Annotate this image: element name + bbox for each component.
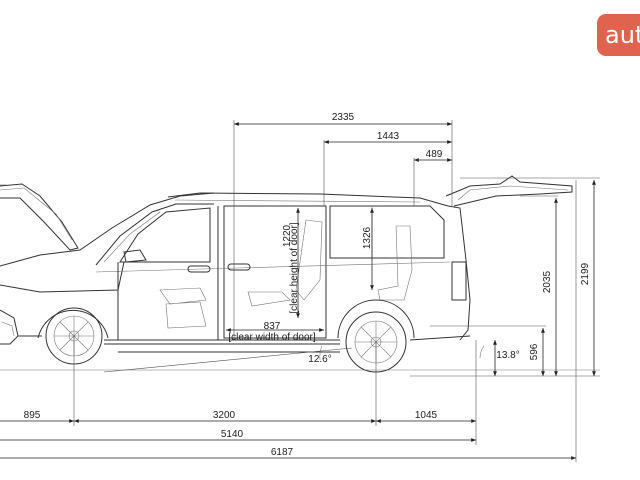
dim-door-height: 1220 — [282, 224, 293, 247]
roof — [167, 192, 449, 207]
side-sill — [104, 343, 340, 353]
dim-2335: 2335 — [332, 112, 355, 123]
dim-door-height-label: [clear height of door] — [289, 222, 300, 313]
open-tailgate — [445, 175, 573, 207]
dim-interior-height: 1326 — [362, 226, 373, 249]
dim-angle-front: 12.6° — [308, 354, 331, 365]
dim-596: 596 — [529, 343, 540, 360]
dim-door-width-label: [clear width of door] — [228, 332, 315, 343]
windshield — [95, 203, 214, 266]
dim-front-overhang: 895 — [24, 410, 41, 421]
seat-front — [159, 287, 207, 329]
front-window — [119, 207, 211, 263]
dim-1443: 1443 — [377, 131, 400, 142]
front-wheel-arch — [37, 309, 109, 339]
dim-door-width: 837 — [264, 321, 281, 332]
sliding-door-opening — [223, 205, 327, 339]
dim-rear-overhang: 1045 — [415, 410, 438, 421]
rear-end — [447, 205, 471, 341]
seat-rear — [377, 225, 413, 301]
door-handle — [187, 265, 211, 273]
open-bonnet — [0, 183, 79, 251]
side-mirror — [123, 249, 147, 263]
rear-window — [329, 205, 445, 259]
dim-overall-length: 5140 — [221, 429, 244, 440]
rear-wheel-arch — [337, 299, 415, 339]
front-bumper — [0, 309, 19, 345]
dim-2035: 2035 — [542, 270, 553, 293]
extension-lines — [0, 120, 600, 462]
dimension-lines — [0, 122, 596, 460]
door-handle — [227, 263, 251, 271]
dim-angle-rear: 13.8° — [496, 350, 519, 361]
dim-489: 489 — [426, 149, 443, 160]
dim-wheelbase: 3200 — [213, 410, 236, 421]
dim-length-tailgate-open: 6187 — [271, 447, 294, 458]
brand-logo[interactable]: auto — [597, 14, 640, 56]
dim-2199: 2199 — [580, 262, 591, 285]
dimension-labels: 2335 1443 489 1220 [clear height of door… — [24, 112, 591, 458]
van-outline — [0, 175, 600, 373]
